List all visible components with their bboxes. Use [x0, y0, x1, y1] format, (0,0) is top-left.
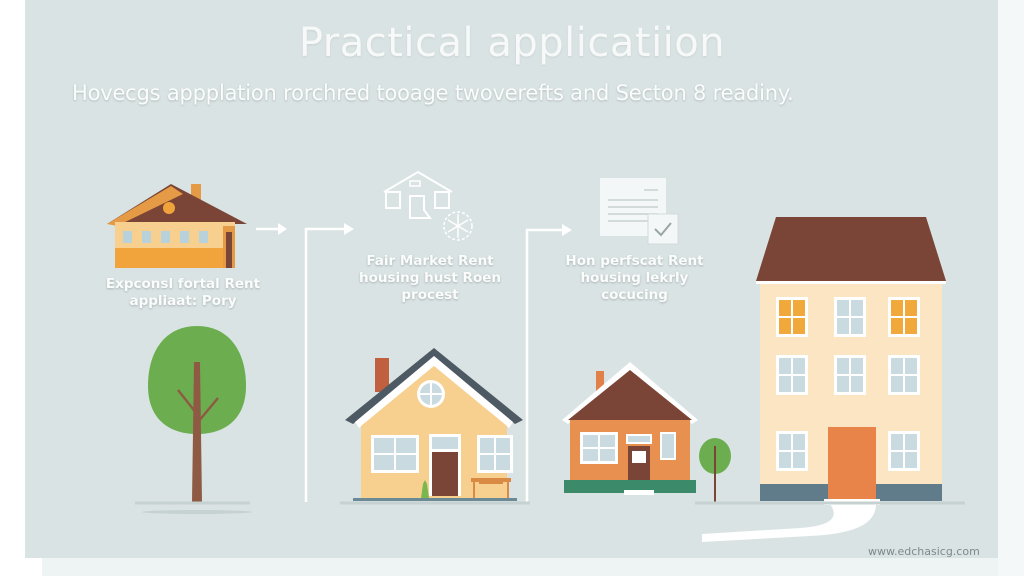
- yellow-house-icon: [345, 348, 523, 501]
- ground-line: [135, 501, 965, 505]
- arrow-right-icon: [256, 223, 287, 235]
- watermark: www.edchasicg.com: [868, 545, 980, 558]
- house-icon: [107, 184, 247, 268]
- connector-arrow-icon: [304, 223, 354, 502]
- step-2-caption: Fair Market Rent housing hust Roen proce…: [359, 253, 501, 303]
- page-margin: [998, 0, 1024, 576]
- small-tree-icon: [699, 438, 731, 502]
- tree-icon: [142, 326, 252, 514]
- window-row-3: [776, 431, 920, 471]
- orange-house-icon: [562, 362, 698, 495]
- page-title: Practical applicatiion: [298, 20, 726, 66]
- page-subtitle: Hovecgs appplation rorchred tooage twove…: [72, 81, 794, 105]
- panel-shadow: [42, 558, 1024, 576]
- apartment-building-icon: [756, 217, 946, 505]
- house-outline-icon: [383, 170, 473, 241]
- step-1-caption: Expconsl fortal Rent appliaat: Pory: [105, 276, 261, 309]
- walkway-path: [702, 504, 876, 542]
- window-row-1: [776, 297, 920, 337]
- document-check-icon: [600, 178, 679, 245]
- window-row-2: [776, 355, 920, 395]
- connector-arrow-icon: [525, 224, 572, 503]
- step-3-caption: Hon perfscat Rent housing lekrly cocucin…: [565, 253, 704, 303]
